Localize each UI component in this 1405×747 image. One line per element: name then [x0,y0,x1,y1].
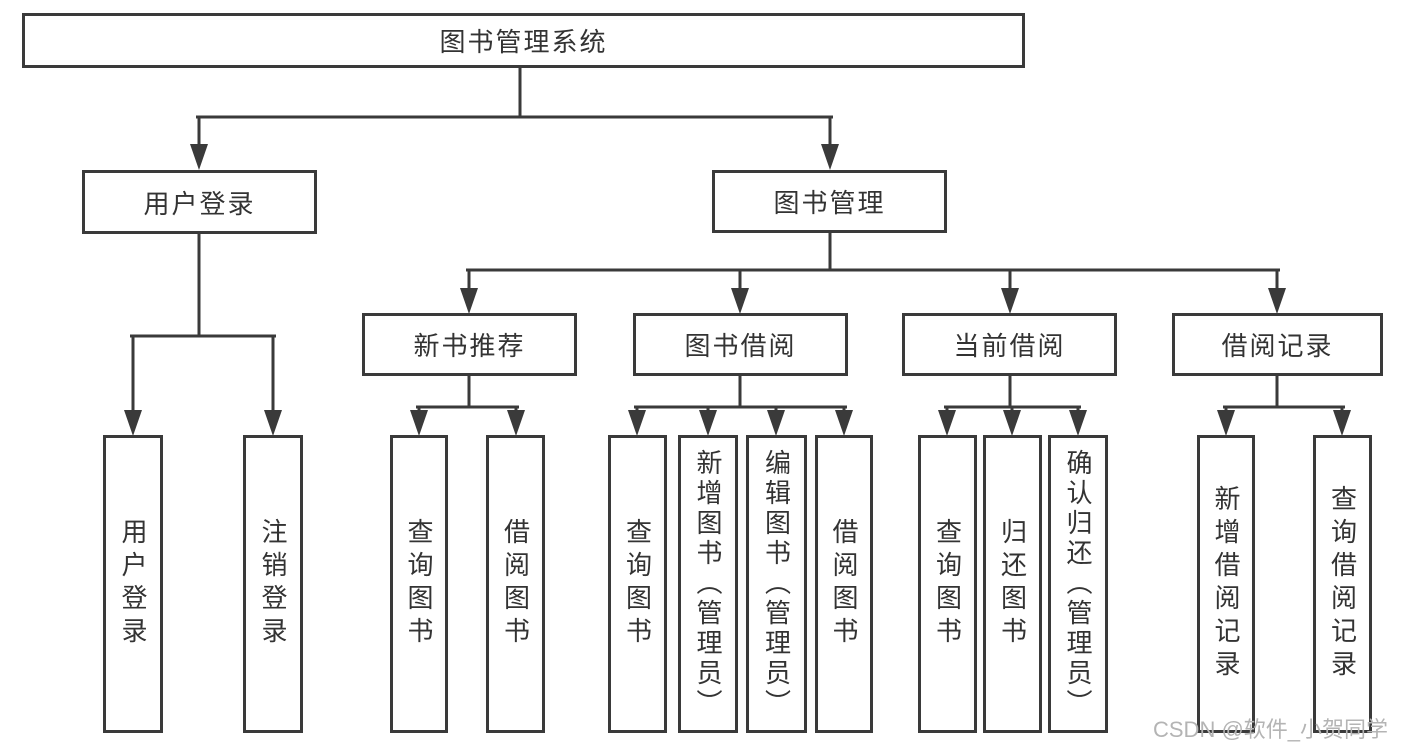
arrowhead [124,410,142,436]
node-label: 新增图书（管理员） [693,449,723,719]
connector-new-book-children [410,373,525,436]
arrowhead [410,410,428,436]
arrowhead [938,410,956,436]
node-label: 图书借阅 [684,331,797,361]
node-label: 确认归还（管理员） [1063,449,1093,719]
arrowhead [767,410,785,436]
connector-book-borrow-children [628,373,853,436]
node-label: 用户登录 [143,188,256,219]
connector-current-borrow-children [938,373,1087,436]
leaf-add-books-admin: 新增图书（管理员） [678,435,738,733]
node-borrow-records: 借阅记录 [1172,313,1383,376]
node-label: 用户登录 [118,518,148,650]
node-book-borrow: 图书借阅 [633,313,848,376]
arrowhead [1333,410,1351,436]
node-book-management: 图书管理 [712,170,947,233]
leaf-confirm-return-admin: 确认归还（管理员） [1048,435,1108,733]
connector-book-management-children [460,230,1286,314]
node-label: 注销登录 [258,518,288,650]
leaf-borrow-books: 借阅图书 [815,435,873,733]
arrowhead [731,288,749,314]
leaf-query-books-current: 查询图书 [918,435,977,733]
arrowhead [190,144,208,170]
leaf-query-books-recommend: 查询图书 [390,435,448,733]
connector-root-to-level2 [190,64,839,170]
arrowhead [1268,288,1286,314]
leaf-query-borrow-record: 查询借阅记录 [1313,435,1372,733]
node-label: 图书管理系统 [439,27,608,57]
leaf-edit-books-admin: 编辑图书（管理员） [746,435,807,733]
node-label: 编辑图书（管理员） [761,449,792,719]
node-current-borrow: 当前借阅 [902,313,1117,376]
node-label: 查询图书 [622,518,653,650]
connector-borrow-records-children [1217,373,1351,436]
leaf-user-login: 用户登录 [103,435,163,733]
node-label: 归还图书 [997,518,1028,650]
connector-user-login-children [124,230,282,436]
leaf-logout: 注销登录 [243,435,303,733]
node-label: 查询图书 [404,518,434,650]
arrowhead [835,410,853,436]
node-label: 新书推荐 [413,331,526,361]
leaf-query-books-borrow: 查询图书 [608,435,667,733]
arrowhead [1217,410,1235,436]
leaf-return-books: 归还图书 [983,435,1042,733]
node-user-login: 用户登录 [82,170,317,234]
arrowhead [1069,410,1087,436]
arrowhead [507,410,525,436]
csdn-watermark: CSDN @软件_小贺同学 [1153,717,1389,742]
arrowhead [1001,288,1019,314]
node-label: 查询借阅记录 [1327,485,1358,683]
node-book-management-system: 图书管理系统 [22,13,1025,68]
node-label: 新增借阅记录 [1211,485,1241,683]
arrowhead [460,288,478,314]
node-new-book-recommend: 新书推荐 [362,313,577,376]
arrowhead [821,144,839,170]
node-label: 借阅记录 [1221,331,1334,361]
node-label: 借阅图书 [829,518,859,650]
leaf-borrow-books-recommend: 借阅图书 [486,435,545,733]
arrowhead [264,410,282,436]
arrowhead [628,410,646,436]
node-label: 借阅图书 [500,518,531,650]
arrowhead [699,410,717,436]
node-label: 查询图书 [932,518,963,650]
arrowhead [1003,410,1021,436]
node-label: 当前借阅 [953,331,1066,361]
node-label: 图书管理 [773,188,886,218]
leaf-add-borrow-record: 新增借阅记录 [1197,435,1255,733]
